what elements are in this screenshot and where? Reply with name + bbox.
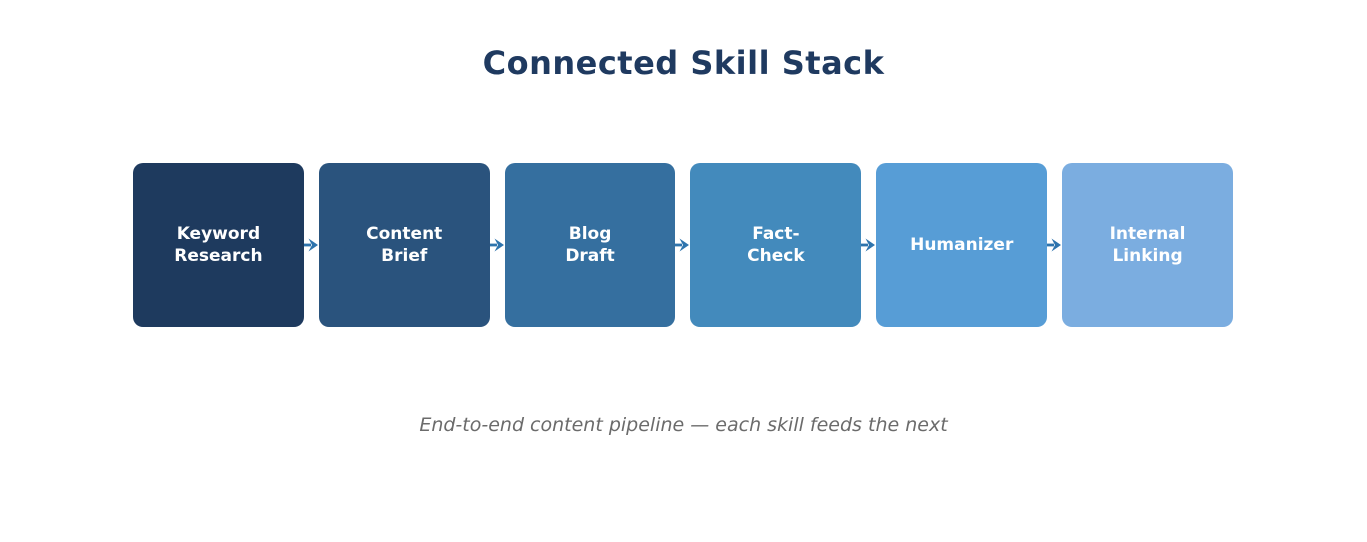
- pipeline-stage-fact-check: Fact- Check: [690, 163, 862, 327]
- arrow-connector: [489, 163, 505, 327]
- stage-label: Humanizer: [910, 234, 1014, 255]
- diagram-caption: End-to-end content pipeline — each skill…: [419, 414, 948, 436]
- arrow-right-icon: [1047, 238, 1062, 252]
- arrow-connector: [675, 163, 690, 327]
- arrow-right-icon: [675, 238, 690, 252]
- pipeline-stage-internal-linking: Internal Linking: [1062, 163, 1233, 327]
- pipeline-diagram: Keyword Research Content Brief Blog Draf…: [133, 163, 1233, 327]
- stage-label: Fact- Check: [747, 223, 805, 266]
- stage-label: Content Brief: [366, 223, 443, 266]
- arrow-connector: [1047, 163, 1062, 327]
- stage-label: Blog Draft: [565, 223, 615, 266]
- stage-label: Internal Linking: [1109, 223, 1186, 266]
- page-title: Connected Skill Stack: [482, 44, 885, 82]
- pipeline-stage-keyword-research: Keyword Research: [133, 163, 304, 327]
- pipeline-stage-humanizer: Humanizer: [876, 163, 1048, 327]
- arrow-right-icon: [303, 238, 318, 252]
- arrow-connector: [861, 163, 876, 327]
- stage-label: Keyword Research: [174, 223, 263, 266]
- arrow-right-icon: [489, 238, 504, 252]
- pipeline-stage-content-brief: Content Brief: [318, 163, 490, 327]
- pipeline-stage-blog-draft: Blog Draft: [504, 163, 676, 327]
- arrow-right-icon: [861, 238, 876, 252]
- arrow-connector: [303, 163, 319, 327]
